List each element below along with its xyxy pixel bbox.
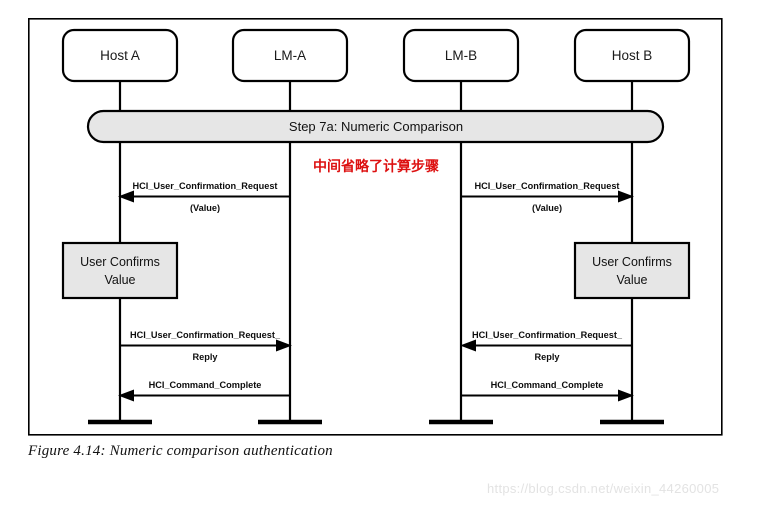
actor-box-host-a[interactable] <box>61 28 179 83</box>
actor-box-lm-b[interactable] <box>402 28 520 83</box>
message-label-left-confirm-request: HCI_User_Confirmation_Request <box>133 181 278 191</box>
actor-host-b[interactable]: Host B <box>573 28 691 83</box>
message-right-confirm-reply: HCI_User_Confirmation_Request_ Reply <box>460 330 632 362</box>
message-right-command-complete: HCI_Command_Complete <box>461 380 634 402</box>
message-label-left-command-complete: HCI_Command_Complete <box>149 380 262 390</box>
actor-box-lm-a[interactable] <box>231 28 349 83</box>
note-box-right[interactable] <box>573 241 691 300</box>
note-left-user-confirms[interactable]: User Confirms Value <box>61 241 179 300</box>
note-left-line-1: User Confirms <box>80 255 160 269</box>
step-banner-label: Step 7a: Numeric Comparison <box>289 119 463 134</box>
actor-lm-a[interactable]: LM-A <box>231 28 349 83</box>
note-left-line-2: Value <box>104 273 135 287</box>
message-sublabel-right-confirm-request: (Value) <box>532 203 562 213</box>
message-sublabel-right-confirm-reply: Reply <box>534 352 560 362</box>
note-right-user-confirms[interactable]: User Confirms Value <box>573 241 691 300</box>
note-box-left[interactable] <box>61 241 179 300</box>
message-left-confirm-request: HCI_User_Confirmation_Request (Value) <box>118 181 290 213</box>
annotation-note-cn: 中间省略了计算步骤 <box>313 158 439 175</box>
actor-label-host-b: Host B <box>612 48 653 63</box>
step-banner[interactable]: Step 7a: Numeric Comparison <box>86 109 665 144</box>
actor-host-a[interactable]: Host A <box>61 28 179 83</box>
message-arrowhead-left-confirm-reply <box>276 339 292 352</box>
actor-label-lm-b: LM-B <box>445 48 477 63</box>
message-arrowhead-left-confirm-request <box>118 190 134 203</box>
message-left-confirm-reply: HCI_User_Confirmation_Request_ Reply <box>120 330 292 362</box>
message-right-confirm-request: HCI_User_Confirmation_Request (Value) <box>461 181 634 213</box>
step-banner-shape[interactable] <box>86 109 665 144</box>
actor-box-host-b[interactable] <box>573 28 691 83</box>
actor-label-host-a: Host A <box>100 48 140 63</box>
diagram-frame <box>27 17 723 436</box>
note-right-line-2: Value <box>616 273 647 287</box>
watermark: https://blog.csdn.net/weixin_44260005 <box>487 481 720 496</box>
actor-label-lm-a: LM-A <box>274 48 306 63</box>
message-arrowhead-right-confirm-request <box>618 190 634 203</box>
message-left-command-complete: HCI_Command_Complete <box>118 380 290 402</box>
message-label-right-confirm-reply: HCI_User_Confirmation_Request_ <box>472 330 623 340</box>
actor-lm-b[interactable]: LM-B <box>402 28 520 83</box>
figure-caption: Figure 4.14: Numeric comparison authenti… <box>28 443 333 459</box>
note-right-line-1: User Confirms <box>592 255 672 269</box>
message-sublabel-left-confirm-reply: Reply <box>192 352 218 362</box>
message-sublabel-left-confirm-request: (Value) <box>190 203 220 213</box>
message-label-right-command-complete: HCI_Command_Complete <box>491 380 604 390</box>
message-arrowhead-right-confirm-reply <box>460 339 476 352</box>
message-arrowhead-left-command-complete <box>118 389 134 402</box>
message-label-right-confirm-request: HCI_User_Confirmation_Request <box>475 181 620 191</box>
message-arrowhead-right-command-complete <box>618 389 634 402</box>
message-label-left-confirm-reply: HCI_User_Confirmation_Request_ <box>130 330 281 340</box>
